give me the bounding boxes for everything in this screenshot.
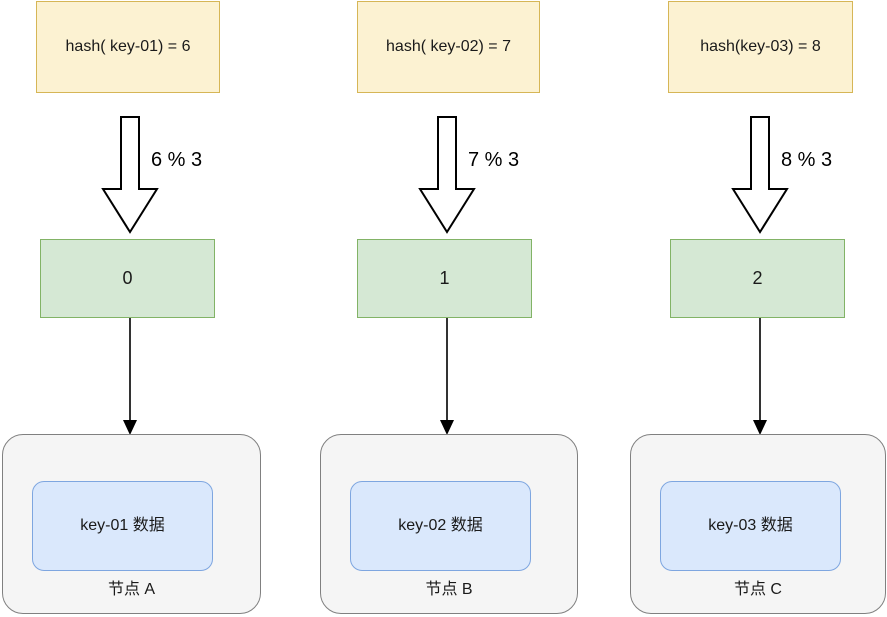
hash-box-key-02[interactable]: hash( key-02) = 7 bbox=[357, 1, 540, 93]
block-arrow-modulo-3 bbox=[731, 116, 789, 234]
block-arrow-modulo-1 bbox=[101, 116, 159, 234]
connector-arrow-2 bbox=[436, 318, 458, 436]
data-box-key-02[interactable]: key-02 数据 bbox=[350, 481, 531, 571]
hash-box-label: hash( key-02) = 7 bbox=[386, 38, 511, 56]
data-box-key-01[interactable]: key-01 数据 bbox=[32, 481, 213, 571]
hash-box-key-03[interactable]: hash(key-03) = 8 bbox=[668, 1, 853, 93]
slot-box-label: 1 bbox=[439, 267, 450, 288]
node-caption-c: 节点 C bbox=[733, 581, 782, 598]
node-caption-b: 节点 B bbox=[425, 581, 473, 598]
slot-box-0[interactable]: 0 bbox=[40, 239, 215, 318]
data-box-label: key-01 数据 bbox=[80, 517, 165, 535]
node-container-b[interactable]: key-02 数据 节点 B bbox=[320, 434, 578, 614]
slot-box-1[interactable]: 1 bbox=[357, 239, 532, 318]
modulo-label-2: 7 % 3 bbox=[468, 149, 520, 171]
modulo-label-3: 8 % 3 bbox=[781, 149, 833, 171]
slot-box-2[interactable]: 2 bbox=[670, 239, 845, 318]
hash-box-key-01[interactable]: hash( key-01) = 6 bbox=[36, 1, 220, 93]
modulo-label-1: 6 % 3 bbox=[151, 149, 203, 171]
node-caption-a: 节点 A bbox=[107, 581, 156, 598]
node-container-c[interactable]: key-03 数据 节点 C bbox=[630, 434, 886, 614]
connector-arrow-3 bbox=[749, 318, 771, 436]
slot-box-label: 2 bbox=[752, 267, 763, 288]
connector-arrow-1 bbox=[119, 318, 141, 436]
hash-box-label: hash( key-01) = 6 bbox=[65, 38, 191, 56]
block-arrow-modulo-2 bbox=[418, 116, 476, 234]
node-container-a[interactable]: key-01 数据 节点 A bbox=[2, 434, 261, 614]
data-box-key-03[interactable]: key-03 数据 bbox=[660, 481, 841, 571]
hash-box-label: hash(key-03) = 8 bbox=[700, 38, 821, 56]
data-box-label: key-03 数据 bbox=[708, 517, 793, 535]
slot-box-label: 0 bbox=[122, 267, 133, 288]
data-box-label: key-02 数据 bbox=[398, 517, 483, 535]
